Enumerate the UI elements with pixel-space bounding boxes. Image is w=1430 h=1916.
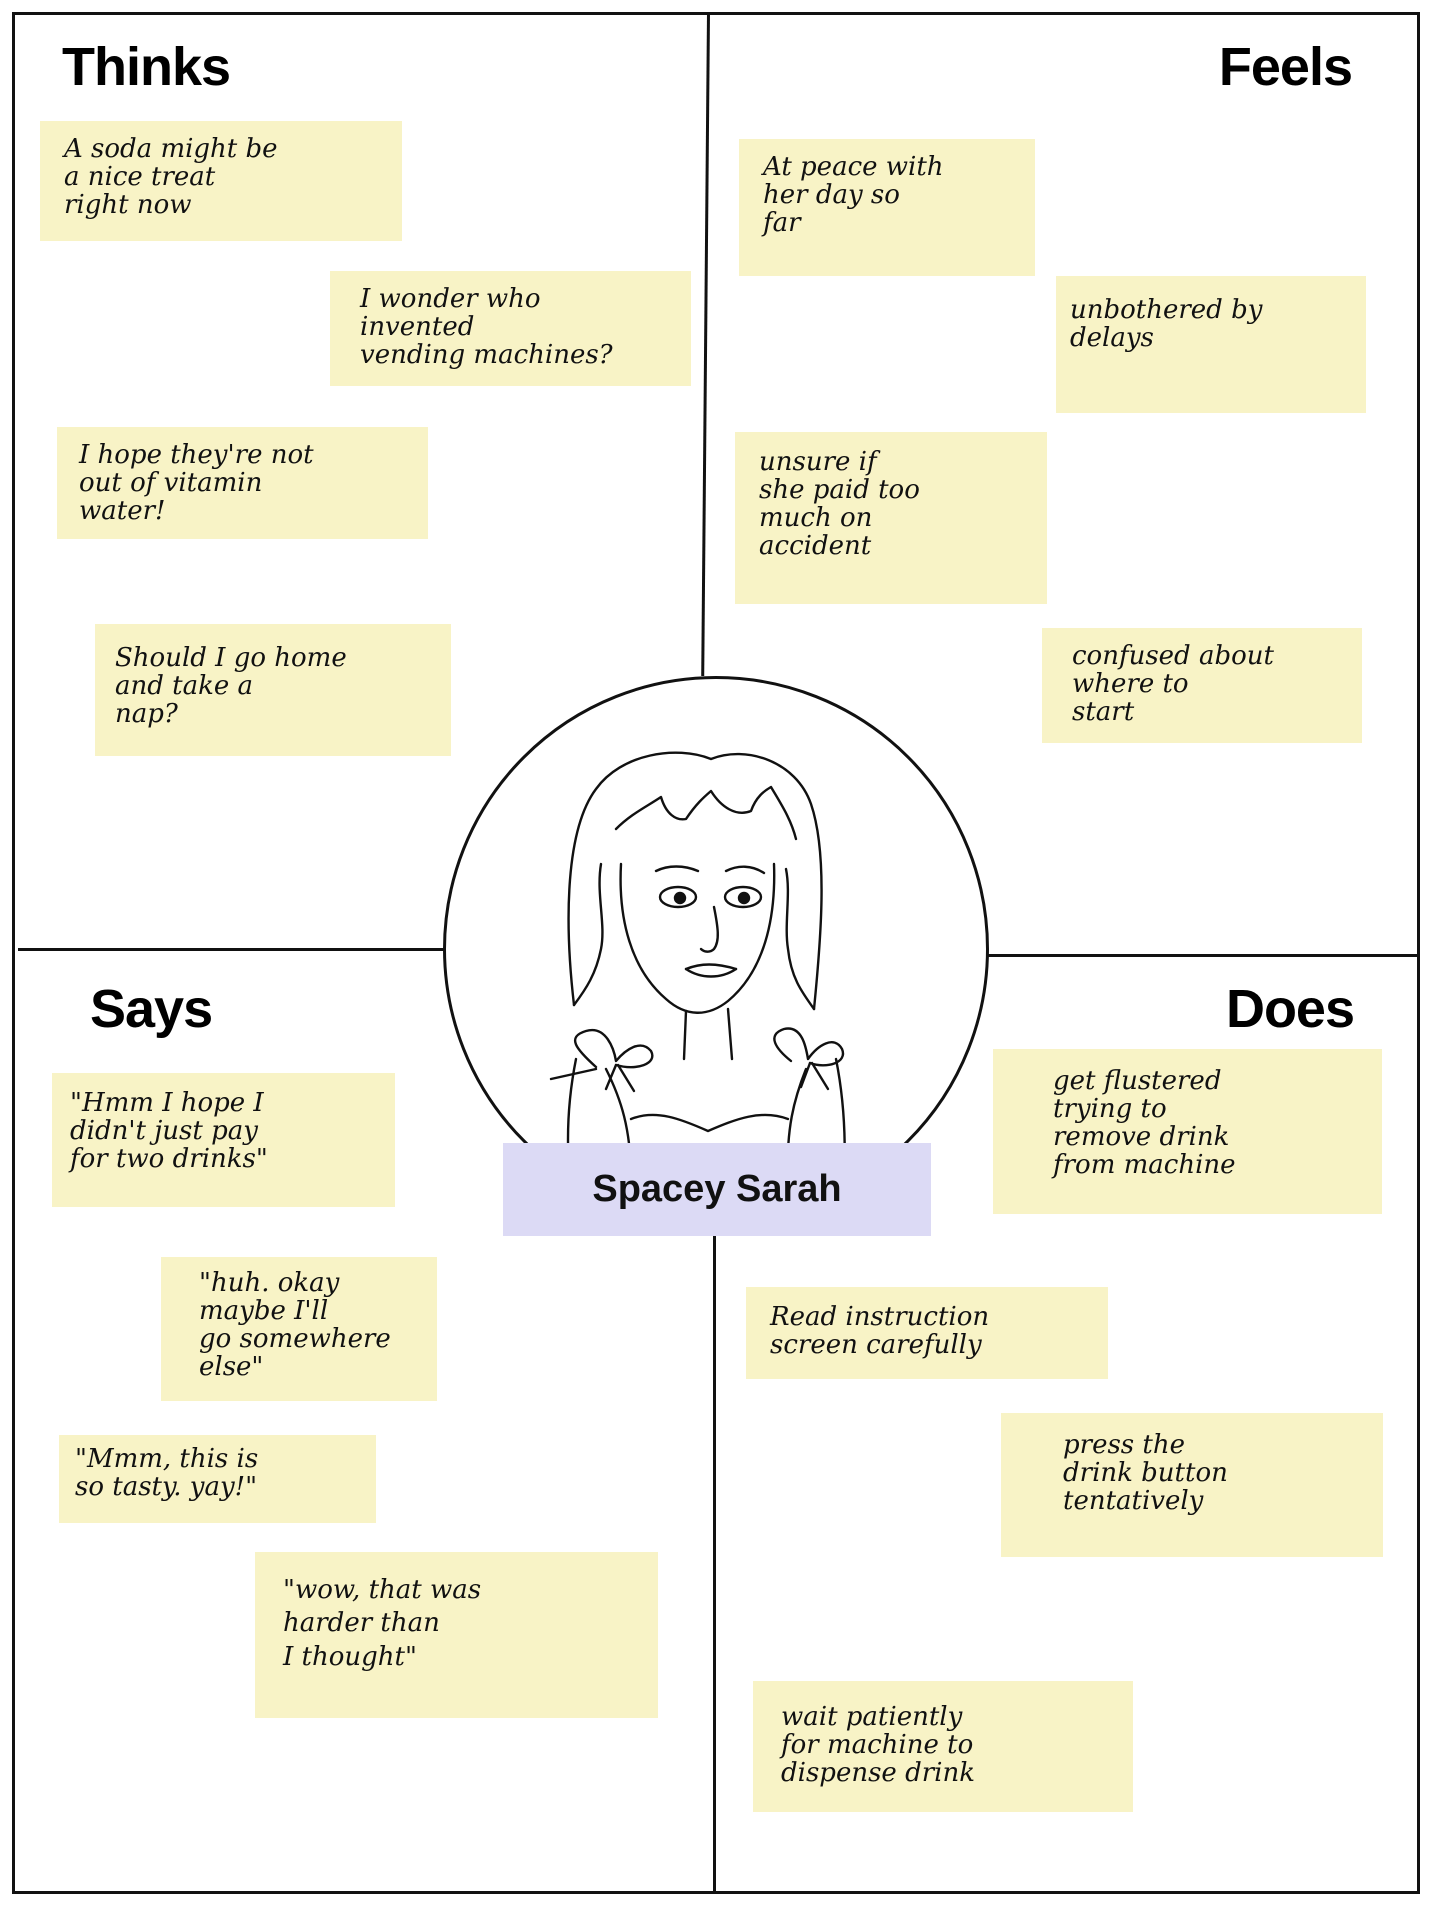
horizontal-divider-left [18, 948, 446, 951]
persona-sketch [549, 751, 846, 1181]
says-heading: Says [90, 979, 213, 1039]
sticky-note: "Mmm, this is so tasty. yay!" [59, 1435, 376, 1523]
sticky-note: press the drink button tentatively [1001, 1413, 1383, 1557]
sticky-note: "Hmm I hope I didn't just pay for two dr… [52, 1073, 395, 1207]
sticky-note: I hope they're not out of vitamin water! [57, 427, 428, 539]
sticky-note: I wonder who invented vending machines? [330, 271, 691, 386]
sticky-note: confused about where to start [1042, 628, 1362, 743]
vertical-divider-bottom [713, 1236, 716, 1894]
persona-portrait [443, 676, 989, 1222]
sticky-note: Read instruction screen carefully [746, 1287, 1108, 1379]
sticky-note: At peace with her day so far [739, 139, 1035, 276]
feels-heading: Feels [1218, 37, 1353, 97]
sticky-note: get flustered trying to remove drink fro… [993, 1049, 1382, 1214]
sticky-note: wait patiently for machine to dispense d… [753, 1681, 1133, 1812]
horizontal-divider-right [986, 954, 1420, 957]
board-frame [12, 12, 1420, 1894]
sticky-note: "huh. okay maybe I'll go somewhere else" [161, 1257, 437, 1401]
sticky-note: "wow, that was harder than I thought" [255, 1552, 658, 1718]
thinks-heading: Thinks [62, 37, 231, 97]
sticky-note: A soda might be a nice treat right now [40, 121, 402, 241]
sticky-note: unsure if she paid too much on accident [735, 432, 1047, 604]
persona-name-label: Spacey Sarah [503, 1143, 931, 1236]
sticky-note: Should I go home and take a nap? [95, 624, 451, 756]
sticky-note: unbothered by delays [1056, 276, 1366, 413]
does-heading: Does [1225, 979, 1355, 1039]
